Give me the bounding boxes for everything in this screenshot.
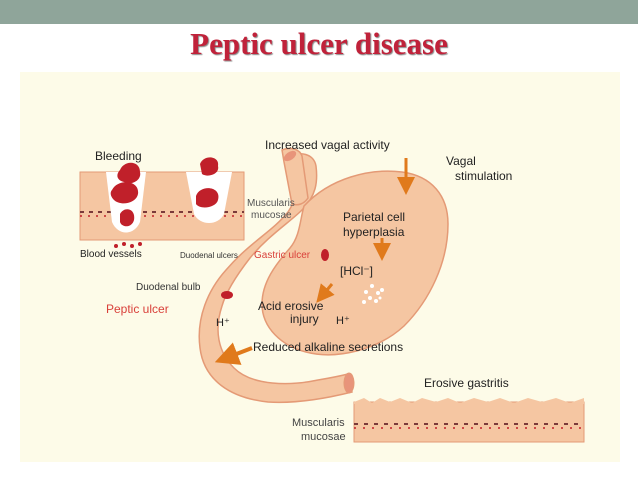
esophagus-opening	[283, 150, 297, 162]
label-muscularis-bottom-1: Muscularis	[292, 417, 345, 429]
slide-title: Peptic ulcer disease	[190, 26, 448, 61]
acid-arrow	[316, 283, 335, 303]
label-vagal: Vagal	[446, 154, 476, 168]
duodenum-opening	[343, 372, 355, 394]
label-parietal-1: Parietal cell	[343, 210, 405, 224]
label-gastric-ulcer: Gastric ulcer	[254, 250, 311, 261]
bleeding-blobs	[110, 157, 219, 248]
label-increased-vagal: Increased vagal activity	[265, 138, 390, 152]
label-parietal-2: hyperplasia	[343, 225, 405, 239]
label-duodenal-bulb: Duodenal bulb	[136, 282, 201, 293]
esophagus	[281, 147, 309, 206]
label-injury: injury	[290, 312, 319, 326]
label-stimulation: stimulation	[455, 169, 512, 183]
label-h-plus-2: H⁺	[336, 315, 350, 327]
blood-vessel-line-bottom	[354, 423, 584, 429]
slide-top-bar	[0, 0, 638, 24]
tissue-block-bottom	[353, 401, 585, 443]
label-h-plus-1: H⁺	[216, 317, 230, 329]
stomach-shape	[198, 153, 353, 404]
gastric-ulcer-dot	[321, 249, 329, 261]
label-muscularis-top-2: mucosae	[251, 210, 292, 221]
duodenal-bulb-ulcer	[221, 291, 233, 299]
label-blood-vessels: Blood vessels	[80, 249, 142, 260]
label-hcl: [HCl⁻]	[340, 264, 373, 278]
label-acid-erosive: Acid erosive	[258, 299, 324, 313]
label-muscularis-top-1: Muscularis	[247, 198, 295, 209]
label-reduced-alkaline: Reduced alkaline secretions	[253, 340, 403, 354]
hcl-particles	[362, 284, 384, 304]
alkaline-arrow	[214, 342, 253, 365]
tissue-block-bottom-top-edge	[354, 398, 584, 404]
stomach-body	[261, 170, 449, 356]
label-duodenal-ulcers: Duodenal ulcers	[180, 251, 238, 260]
label-bleeding: Bleeding	[95, 149, 142, 163]
label-erosive-gastritis: Erosive gastritis	[424, 376, 509, 390]
label-peptic-ulcer: Peptic ulcer	[106, 302, 169, 316]
label-muscularis-bottom-2: mucosae	[301, 431, 346, 443]
